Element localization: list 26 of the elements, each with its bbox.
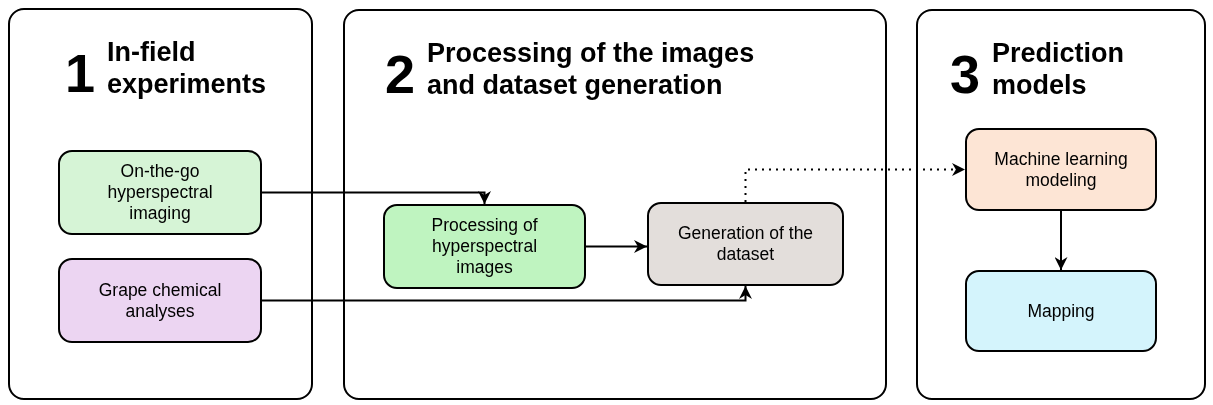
box-label: Mapping xyxy=(1027,300,1095,322)
process-box xyxy=(647,202,844,286)
stage-panel xyxy=(8,8,313,400)
box-label: Machine learning modeling xyxy=(993,148,1129,191)
stage-panel xyxy=(916,9,1206,400)
process-box xyxy=(965,128,1157,211)
stage-title: Processing of the images and dataset generation xyxy=(427,37,756,102)
arrow xyxy=(744,163,966,203)
box-label: Grape chemical analyses xyxy=(97,279,223,322)
arrow xyxy=(585,240,648,253)
stage-panel xyxy=(343,9,887,400)
stage-number: 3 xyxy=(950,47,981,101)
box-label: Processing of hyperspectral images xyxy=(430,215,539,278)
box-label: Generation of the dataset xyxy=(676,223,815,265)
arrow xyxy=(261,285,752,302)
stage-title: In-field experiments xyxy=(107,36,268,101)
process-box xyxy=(58,258,262,343)
stage-number: 2 xyxy=(385,47,416,101)
process-box xyxy=(965,270,1157,352)
stage-title: Prediction models xyxy=(992,37,1126,102)
arrow xyxy=(1054,210,1068,271)
stage-number: 1 xyxy=(65,46,96,100)
process-box xyxy=(383,204,586,289)
process-box xyxy=(58,150,262,235)
box-label: On-the-go hyperspectral imaging xyxy=(106,161,214,224)
arrow xyxy=(261,191,491,205)
